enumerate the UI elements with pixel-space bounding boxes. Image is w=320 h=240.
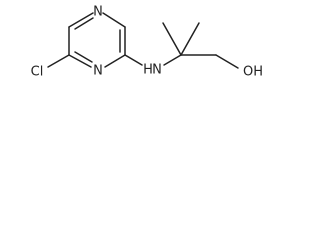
pyrazine-ring (68, 12, 126, 68)
bond-ring-top-right (102, 12, 126, 28)
atom-label-chlorine: Cl (31, 65, 44, 80)
bond-ring-to-nh (124, 54, 143, 66)
bond-quaternary-c-methyl-right (180, 22, 200, 56)
chemical-structure-diagram: N N Cl H N OH (31, 5, 263, 80)
bond-ch2-to-oh (215, 54, 239, 69)
bond-ring-top-left-double (74, 17, 94, 30)
bond-ring-bottom-left (68, 54, 92, 68)
bond-quaternary-c-methyl-left (162, 22, 182, 56)
atom-label-amine-hydrogen: H (143, 63, 153, 78)
atom-label-amine-nitrogen: N (152, 63, 162, 78)
atom-label-nitrogen-top: N (93, 5, 103, 20)
bond-ring-top-left (68, 12, 94, 28)
bond-nh-to-quaternary-c (163, 54, 182, 66)
bond-ring-bottom-left-double (74, 51, 93, 63)
bond-ring-to-cl (47, 54, 70, 68)
bond-ring-bottom-right (104, 54, 126, 68)
atom-label-nitrogen-ring: N (93, 64, 103, 79)
atom-label-hydroxyl: OH (243, 65, 263, 80)
